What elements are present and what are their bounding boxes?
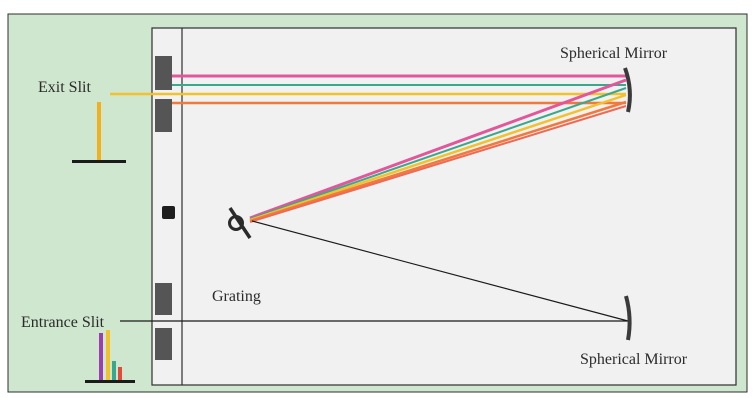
exit-slit-icon [72,102,126,163]
dispersed-rays [249,78,627,223]
exit-rays [110,74,626,105]
spectrum-bar [112,361,116,381]
grating-icon [228,207,252,239]
exit-slit-label: Exit Slit [38,79,91,96]
ray-orange-diagonal [249,100,627,223]
spherical-mirror-top-icon [623,67,632,113]
exit-slit-block-lower [155,99,172,132]
entrance-slit-block-lower [155,328,172,360]
exit-slit-block-upper [155,56,172,90]
spherical-mirror-top-label: Spherical Mirror [560,45,668,62]
ray-teal-diagonal [249,87,627,220]
entrance-spectrum-icon [85,330,135,383]
spherical-mirror-bottom-label: Spherical Mirror [580,351,688,368]
spectrum-bar [99,333,103,381]
ray-coral-diagonal [249,105,627,223]
spectrum-bar [118,367,122,381]
spherical-mirror-bottom-icon [624,295,632,341]
input-beam [120,220,629,322]
ray-yellow-diagonal [249,93,627,222]
entrance-slit-label: Entrance Slit [21,314,105,331]
ray-pink-diagonal [249,78,627,220]
input-beam-diagonal [251,220,629,322]
instrument-panel [151,27,737,386]
center-aperture [162,206,175,219]
entrance-slit-block-upper [155,283,172,315]
grating-label: Grating [212,288,261,305]
spectrum-bar [106,330,110,381]
